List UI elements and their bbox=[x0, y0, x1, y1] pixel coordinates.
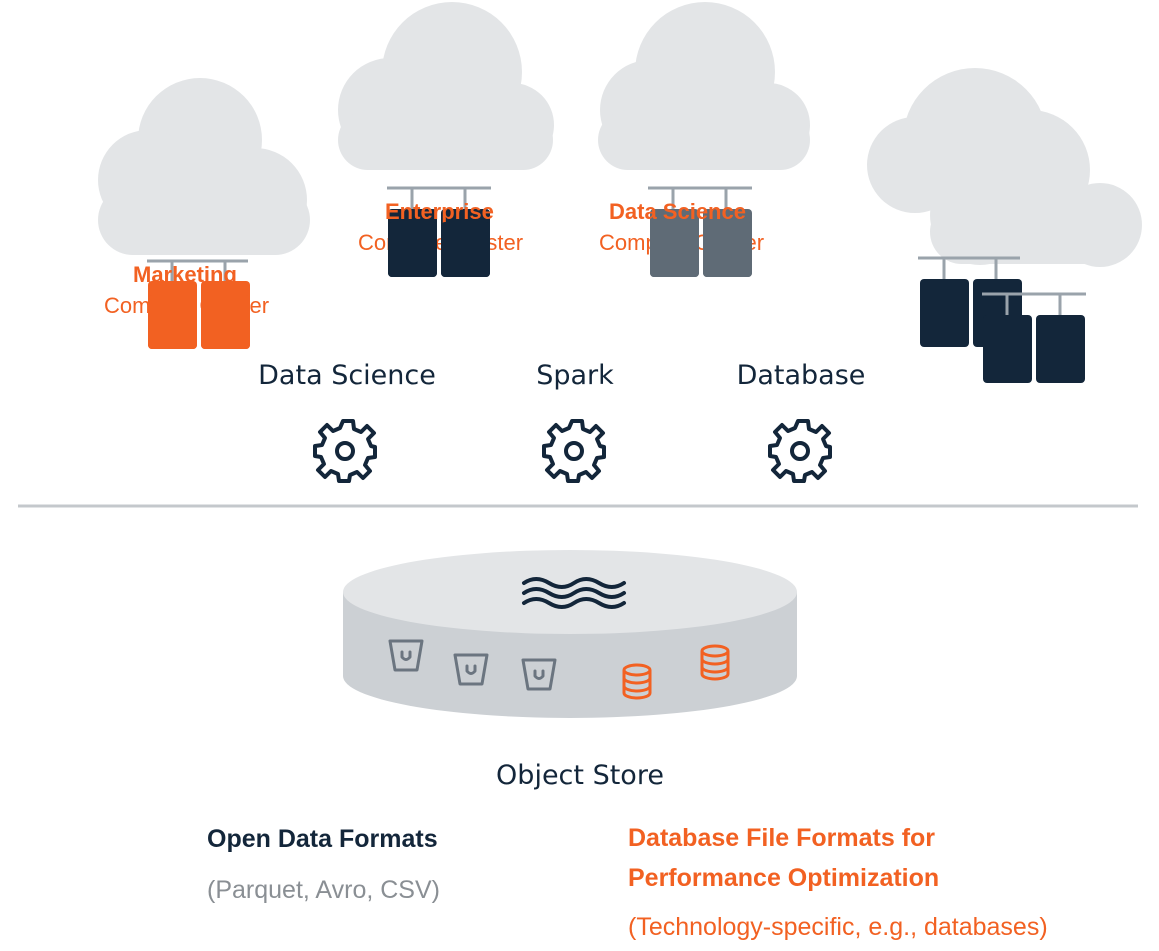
bucket-icon bbox=[521, 658, 557, 691]
open-formats-title: Open Data Formats bbox=[207, 825, 438, 853]
cluster-subtitle-marketing: Compute Cluster bbox=[104, 293, 270, 318]
engine-label-spark: Spark bbox=[536, 360, 614, 391]
cloud-marketing bbox=[98, 78, 310, 255]
cloud-enterprise bbox=[338, 2, 554, 170]
bucket-icon bbox=[453, 653, 489, 686]
servers-right bbox=[918, 256, 1086, 383]
engine-label-database: Database bbox=[736, 360, 866, 391]
waves-icon bbox=[522, 577, 626, 609]
server-box bbox=[983, 315, 1032, 383]
cluster-subtitle-enterprise: Compute Cluster bbox=[358, 230, 524, 255]
database-icon bbox=[700, 644, 730, 681]
gear-icon bbox=[313, 419, 377, 483]
bucket-icon bbox=[388, 639, 424, 672]
server-box bbox=[920, 279, 969, 347]
database-formats-subtitle: (Technology-specific, e.g., databases) bbox=[628, 913, 1048, 941]
cloud-right bbox=[867, 68, 1142, 267]
cluster-subtitle-data-science: Compute Cluster bbox=[599, 230, 765, 255]
open-formats-subtitle: (Parquet, Avro, CSV) bbox=[207, 876, 440, 904]
gear-icon bbox=[542, 419, 606, 483]
cloud-data-science bbox=[598, 2, 810, 170]
cluster-title-marketing: Marketing bbox=[133, 262, 237, 287]
object-store-cylinder bbox=[343, 550, 797, 718]
object-store-label: Object Store bbox=[496, 760, 664, 791]
gear-icon bbox=[768, 419, 832, 483]
database-icon bbox=[622, 663, 652, 700]
server-box bbox=[1036, 315, 1085, 383]
database-formats-title: Database File Formats for Performance Op… bbox=[628, 824, 940, 892]
cluster-title-enterprise: Enterprise bbox=[385, 199, 494, 224]
engine-label-data-science: Data Science bbox=[258, 360, 436, 391]
cluster-title-data-science: Data Science bbox=[609, 199, 746, 224]
